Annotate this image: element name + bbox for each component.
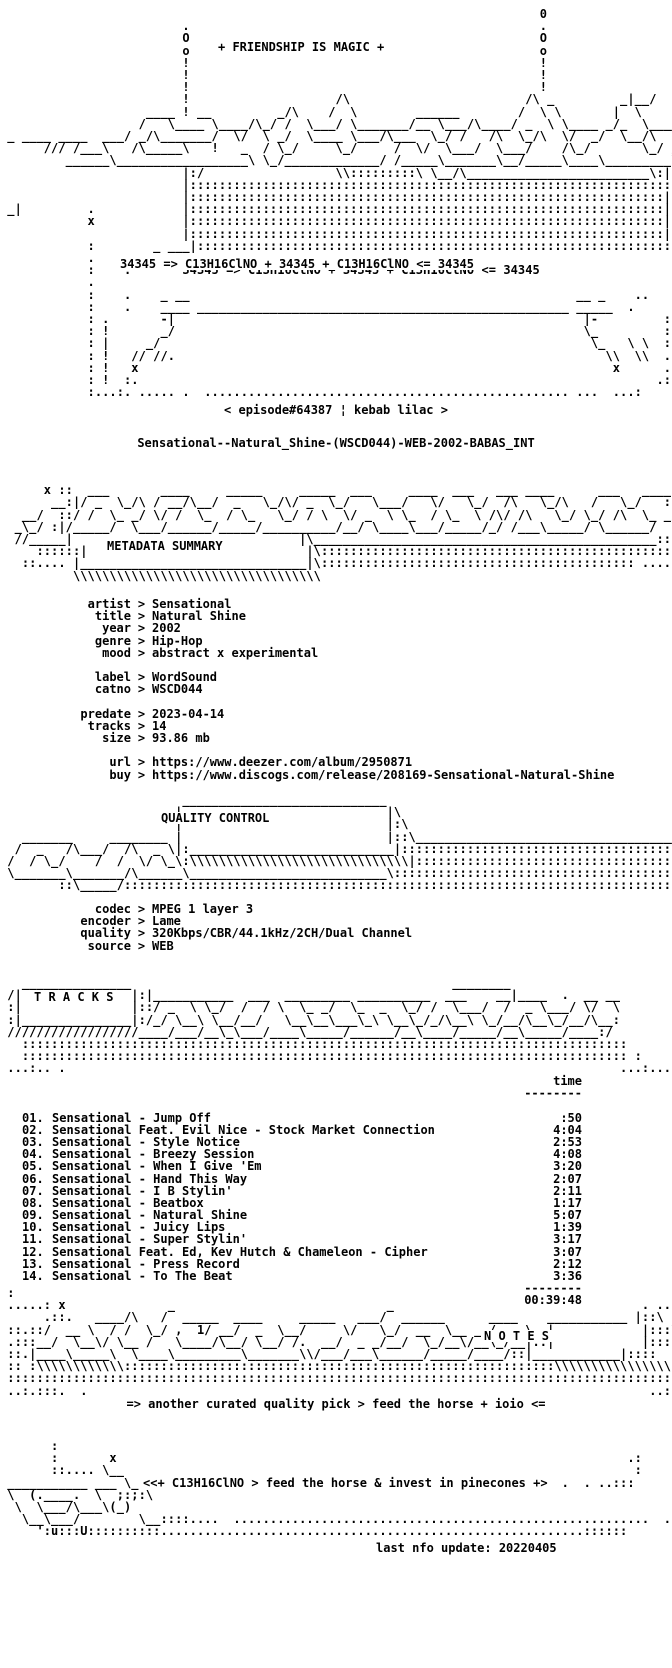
metadata-row: tracks>14 — [87, 718, 167, 733]
url-link[interactable]: https://www.deezer.com/album/2950871 — [152, 755, 413, 770]
quality-section-art: ____________________________ | |\ | |:\ … — [7, 793, 672, 904]
time-header: time — [553, 1074, 582, 1088]
metadata-row: buy>https://www.discogs.com/release/2081… — [109, 767, 615, 782]
metadata-row: catno>WSCD044 — [94, 682, 203, 697]
header-ascii-art: 0 . . O O o — [7, 7, 672, 400]
release-name: Sensational--Natural_Shine-(WSCD044)-WEB… — [137, 436, 535, 450]
time-rule: -------- — [524, 1086, 582, 1101]
metadata-section-art: : x :: ___ ____ _____ _____ ___ ____ ___… — [14, 483, 672, 583]
notes-section-title: N O T E S — [481, 1330, 553, 1342]
tracks-section-title: T R A C K S — [30, 991, 118, 1003]
buy-link[interactable]: https://www.discogs.com/release/208169-S… — [152, 767, 615, 782]
tagline: + FRIENDSHIP IS MAGIC + — [218, 40, 385, 54]
metadata-row: title>Natural Shine — [94, 609, 246, 624]
quality-row: quality>320Kbps/CBR/44.1kHz/2CH/Dual Cha… — [80, 926, 413, 941]
quality-row: codec>MPEG 1 layer 3 — [94, 902, 254, 916]
metadata-row: size>93.86 mb — [102, 731, 210, 746]
last-update: last nfo update: 20220405 — [376, 1541, 557, 1555]
metadata-row: genre>Hip-Hop — [94, 633, 203, 648]
tracks-section-art: _______________ ________ /| |:|_________… — [7, 976, 672, 1076]
tracklist: time -------- 01.Sensational - Jump Off:… — [22, 1075, 582, 1307]
metadata-row: label>WordSound — [94, 670, 218, 685]
footer-text: <<+ C13H16ClNO > feed the horse & invest… — [143, 1476, 548, 1490]
quality-row: source>WEB — [87, 938, 174, 953]
track-row: 02.Sensational Feat. Evil Nice - Stock M… — [22, 1122, 582, 1137]
notes-text: => another curated quality pick > feed t… — [126, 1397, 546, 1411]
notes-section-art: : .....: x _ _ . ..::> .::. ____/\ / ___… — [7, 1286, 672, 1398]
metadata-list: artist>Sensational title>Natural Shine y… — [0, 598, 614, 781]
metadata-row: year>2002 — [102, 621, 181, 636]
episode-line: < episode#64387 ¦ kebab lilac > — [224, 403, 448, 417]
quality-row: encoder>Lame — [80, 914, 181, 929]
track-row: 07.Sensational - I B Stylin'2:11 — [22, 1183, 582, 1198]
formula-line: 34345 => C13H16ClNO + 34345 + C13H16ClNO… — [118, 257, 477, 271]
total-rule: -------- — [524, 1281, 582, 1296]
footer-art: : : x .: ::.... \__ : ___________ ___ \_ — [7, 1439, 672, 1539]
quality-section-title: QUALITY CONTROL — [158, 812, 273, 824]
metadata-row: artist>Sensational — [87, 597, 232, 611]
track-row: 01.Sensational - Jump Off:50 — [22, 1110, 582, 1125]
metadata-section-title: METADATA SUMMARY — [104, 540, 226, 552]
quality-list: codec>MPEG 1 layer 3 encoder>Lame qualit… — [0, 903, 412, 952]
metadata-row: mood>abstract x experimental — [102, 645, 319, 660]
metadata-row: predate>2023-04-14 — [80, 706, 225, 721]
metadata-row: url>https://www.deezer.com/album/2950871 — [109, 755, 413, 770]
total-time: 00:39:48 — [524, 1293, 582, 1308]
track-row: 11.Sensational - Super Stylin'3:17 — [22, 1232, 582, 1247]
track-row: 12.Sensational Feat. Ed, Kev Hutch & Cha… — [22, 1244, 582, 1259]
